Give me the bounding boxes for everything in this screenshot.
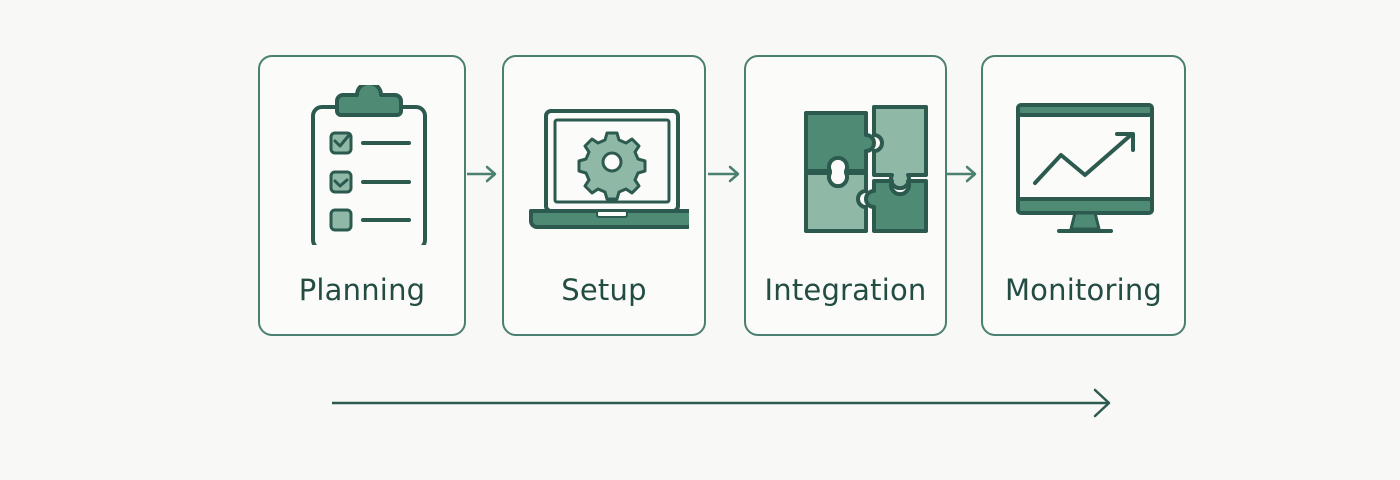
puzzle-pieces-icon [803, 105, 928, 233]
step-label-integration: Integration [764, 273, 927, 307]
step-label-planning: Planning [298, 273, 426, 307]
clipboard-checklist-icon [311, 85, 427, 245]
arrow-right-icon [708, 165, 740, 183]
arrow-right-icon [467, 165, 497, 183]
laptop-gear-icon [529, 109, 689, 229]
step-card-monitoring: Monitoring [981, 55, 1186, 336]
arrow-right-icon [947, 165, 977, 183]
step-card-setup: Setup [502, 55, 706, 336]
step-label-setup: Setup [561, 273, 647, 307]
timeline-arrow-icon [332, 388, 1111, 418]
monitor-chart-icon [1015, 103, 1154, 233]
step-label-monitoring: Monitoring [1004, 273, 1163, 307]
step-card-planning: Planning [258, 55, 466, 336]
step-card-integration: Integration [744, 55, 947, 336]
